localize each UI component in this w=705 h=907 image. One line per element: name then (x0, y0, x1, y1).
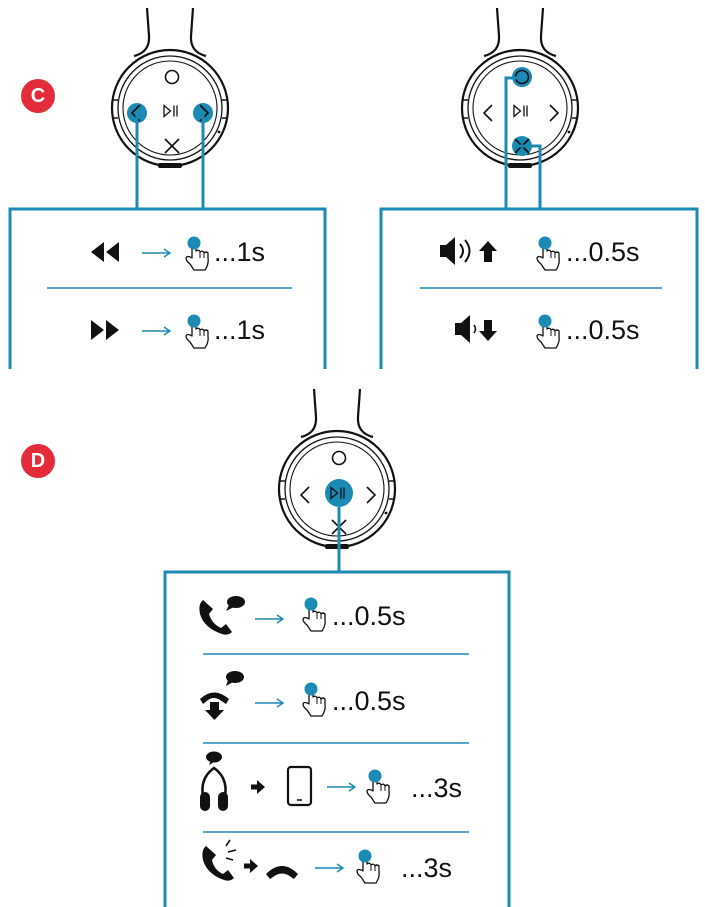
press-hold-icon (185, 235, 209, 271)
volume-up-button (512, 67, 532, 87)
fast-forward-icon (91, 320, 119, 340)
press-icon (302, 681, 326, 717)
duration-label: ...1s (214, 237, 266, 267)
press-hold-icon (356, 848, 380, 884)
section-badge-c: C (21, 79, 55, 113)
panel-d (163, 507, 511, 907)
previous-button (127, 103, 147, 123)
panel-c-right (379, 76, 699, 369)
volume-up-icon (440, 237, 471, 265)
earcup-c-right (460, 6, 580, 170)
press-hold-icon (185, 313, 209, 349)
headset-to-phone-icon (200, 751, 313, 811)
earcup-c-left (110, 6, 230, 170)
answer-call-icon (199, 596, 245, 635)
play-pause-button (325, 479, 353, 507)
end-call-icon (200, 671, 244, 720)
duration-label: ...1s (214, 315, 266, 345)
duration-label: ...0.5s (332, 601, 406, 631)
next-button (193, 103, 213, 123)
press-hold-icon (536, 235, 560, 271)
volume-down-icon (455, 315, 477, 343)
press-hold-icon (536, 313, 560, 349)
panel-c-left (8, 114, 327, 369)
section-badge-d: D (21, 444, 55, 478)
reject-call-icon (202, 839, 298, 881)
duration-label: ...3s (401, 853, 453, 883)
press-icon (302, 596, 326, 632)
arrow-down-icon (479, 320, 497, 341)
duration-label: ...0.5s (566, 315, 640, 345)
arrow-up-icon (479, 241, 497, 262)
duration-label: ...0.5s (566, 237, 640, 267)
rewind-icon (91, 242, 119, 262)
section-d (163, 387, 511, 907)
duration-label: ...3s (411, 773, 463, 803)
duration-label: ...0.5s (332, 686, 406, 716)
earcup-d (277, 387, 397, 551)
press-hold-icon (366, 768, 390, 804)
section-c (8, 6, 699, 369)
